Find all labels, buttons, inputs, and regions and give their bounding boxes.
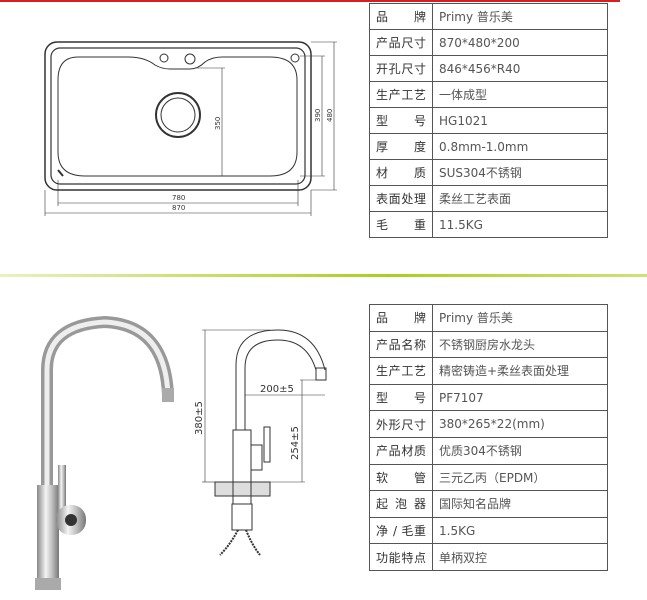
sink-technical-drawing: 780 870 350 390 480 (44, 41, 337, 216)
spec-label: 表面处理 (369, 185, 433, 212)
dim-spout-height: 254±5 (290, 426, 301, 460)
spec-label: 毛 重 (369, 211, 433, 238)
spec-value: 1.5KG (432, 516, 608, 545)
spec-value: 优质304不锈钢 (432, 436, 608, 465)
spec-label: 软 管 (369, 463, 433, 492)
dim-780: 780 (172, 194, 185, 202)
spec-value: SUS304不锈钢 (432, 159, 608, 186)
spec-value: 870*480*200 (432, 29, 608, 56)
spec-label: 产品尺寸 (369, 29, 433, 56)
dim-390: 390 (314, 109, 322, 122)
spec-row: 软 管三元乙丙（EPDM） (369, 463, 608, 492)
spec-value: 精密铸造+柔丝表面处理 (432, 357, 608, 385)
spec-value: HG1021 (432, 107, 608, 134)
spec-label: 净 / 毛重 (369, 516, 433, 545)
dim-480: 480 (326, 109, 334, 122)
spec-value: Primy 普乐美 (432, 304, 608, 332)
spec-row: 功能特点单柄双控 (369, 543, 608, 571)
spec-label: 功能特点 (369, 543, 433, 571)
dim-870: 870 (172, 204, 185, 212)
spec-value: 0.8mm-1.0mm (432, 133, 608, 160)
spec-value: 不锈钢厨房水龙头 (432, 330, 608, 359)
spec-label: 型 号 (369, 383, 433, 412)
spec-row: 生产工艺一体成型 (369, 81, 608, 108)
spec-value: 11.5KG (432, 211, 608, 238)
spec-row: 起 泡 器国际知名品牌 (369, 490, 608, 518)
spec-value: 三元乙丙（EPDM） (432, 463, 608, 492)
spec-value: 846*456*R40 (432, 55, 608, 82)
spec-value: 380*265*22(mm) (432, 410, 608, 438)
spec-label: 起 泡 器 (369, 490, 433, 518)
spec-row: 生产工艺精密铸造+柔丝表面处理 (369, 357, 608, 385)
dim-reach: 200±5 (260, 384, 294, 395)
spec-value: 单柄双控 (432, 543, 608, 571)
spec-label: 型 号 (369, 107, 433, 134)
faucet-technical-drawing: 200±5 380±5 254±5 (194, 329, 327, 556)
spec-label: 厚 度 (369, 133, 433, 160)
spec-value: PF7107 (432, 383, 608, 412)
spec-label: 开孔尺寸 (369, 55, 433, 82)
spec-label: 品 牌 (369, 3, 433, 30)
spec-row: 产品材质优质304不锈钢 (369, 436, 608, 465)
faucet-photo (35, 315, 174, 590)
dim-total-height: 380±5 (194, 401, 205, 435)
spec-value: 一体成型 (432, 81, 608, 108)
spec-value: 国际知名品牌 (432, 490, 608, 518)
spec-label: 产品名称 (369, 330, 433, 359)
spec-label: 品 牌 (369, 304, 433, 332)
spec-label: 材 质 (369, 159, 433, 186)
spec-label: 生产工艺 (369, 81, 433, 108)
spec-label: 生产工艺 (369, 357, 433, 385)
spec-row: 表面处理柔丝工艺表面 (369, 185, 608, 212)
spec-row: 产品名称不锈钢厨房水龙头 (369, 330, 608, 359)
top-red-rule (0, 0, 620, 2)
spec-label: 产品材质 (369, 436, 433, 465)
spec-value: Primy 普乐美 (432, 3, 608, 30)
dim-350: 350 (214, 117, 222, 130)
spec-label: 外形尺寸 (369, 410, 433, 438)
spec-value: 柔丝工艺表面 (432, 185, 608, 212)
section-divider (0, 274, 647, 277)
